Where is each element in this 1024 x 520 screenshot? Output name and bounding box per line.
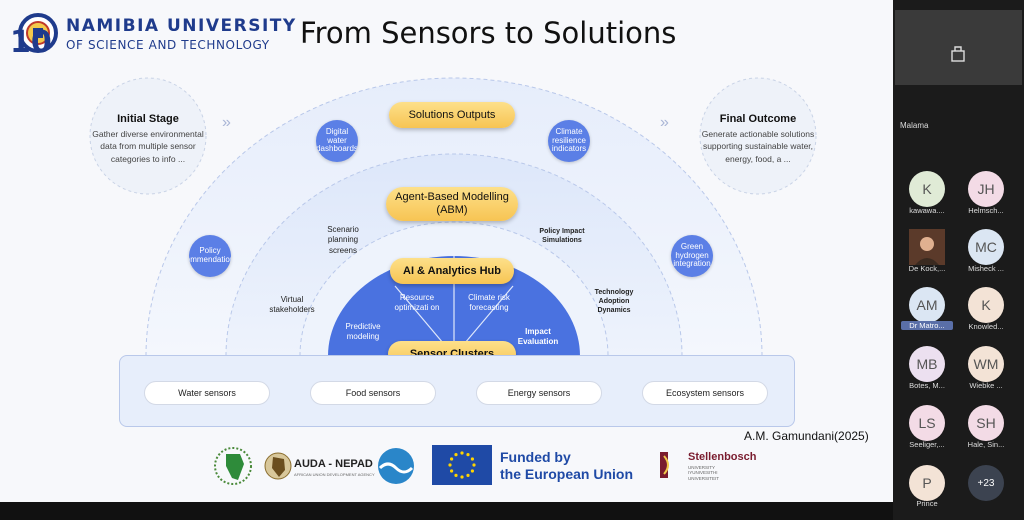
participant-name-active: Dr Matro... xyxy=(901,321,953,330)
final-outcome: Final Outcome Generate actionable soluti… xyxy=(694,113,822,165)
initial-stage-circle xyxy=(89,77,207,195)
predictive-modeling-segment: Predictive modeling xyxy=(345,322,381,341)
resource-optimization-segment: Resource optimizati on xyxy=(394,293,440,312)
stellenbosch-sub-3: UNIVERSITEIT xyxy=(688,475,720,481)
avatar[interactable]: MC xyxy=(968,229,1004,265)
shared-slide: 10 NAMIBIA UNIVERSITY OF SCIENCE AND TEC… xyxy=(0,0,893,502)
water-sensors-pill: Water sensors xyxy=(144,381,270,405)
final-outcome-text: Generate actionable solutions supporting… xyxy=(701,129,815,164)
screen-share-icon xyxy=(951,46,965,62)
avatar[interactable]: JH xyxy=(968,171,1004,207)
eu-line-1: Funded by xyxy=(500,449,571,465)
partner-logos xyxy=(214,447,669,485)
stellenbosch-text: Stellenbosch xyxy=(688,451,757,463)
auda-subtitle: AFRICAN UNION DEVELOPMENT AGENCY xyxy=(294,472,375,477)
speaker-video-tile[interactable] xyxy=(895,10,1022,85)
arc-diagram xyxy=(89,77,817,357)
impact-evaluation-segment: Impact Evaluation xyxy=(517,327,559,346)
university-logo-icon: 10 xyxy=(10,13,58,60)
avatar[interactable]: LS xyxy=(909,405,945,441)
university-name: NAMIBIA UNIVERSITY xyxy=(66,16,297,36)
initial-stage-heading: Initial Stage xyxy=(117,113,179,125)
virtual-stakeholders-label: Virtual stakeholders xyxy=(269,295,315,315)
participant-name: Botes, M... xyxy=(909,381,945,390)
solutions-outputs-pill: Solutions Outputs xyxy=(389,102,515,128)
green-hydrogen-bubble: Green hydrogen integration xyxy=(671,235,713,277)
ecosystem-sensors-pill: Ecosystem sensors xyxy=(642,381,768,405)
scenario-planning-label: Scenario planning screens xyxy=(327,225,359,255)
energy-sensors-pill: Energy sensors xyxy=(476,381,602,405)
final-outcome-heading: Final Outcome xyxy=(719,113,797,125)
stellenbosch-sub-1: UNIVERSITY xyxy=(688,465,716,470)
university-subname: OF SCIENCE AND TECHNOLOGY xyxy=(66,38,270,52)
chevron-right-icon: » xyxy=(660,114,669,131)
auda-logo-icon xyxy=(264,452,292,480)
eu-flag-icon xyxy=(432,445,492,485)
initial-stage-text: Gather diverse environmental data from m… xyxy=(92,129,204,164)
technology-adoption-label: Technology Adoption Dynamics xyxy=(594,289,634,315)
abm-pill: Agent-Based Modelling (ABM) xyxy=(386,187,518,221)
climate-risk-segment: Climate risk forecasting xyxy=(468,293,510,312)
avatar[interactable]: K xyxy=(909,171,945,207)
ai-hub-pill: AI & Analytics Hub xyxy=(390,258,514,284)
policy-recommendations-bubble: Policy commendations xyxy=(189,235,231,277)
avatar[interactable] xyxy=(909,229,945,265)
initial-stage: Initial Stage Gather diverse environment… xyxy=(84,113,212,165)
bottom-bar xyxy=(0,502,893,520)
stellenbosch-sub-2: IYUNIVESITHI xyxy=(688,470,718,476)
chevron-right-icon: » xyxy=(222,114,231,131)
participant-name: Knowled... xyxy=(968,322,1004,331)
avatar[interactable]: K xyxy=(968,287,1004,323)
digital-water-bubble: Digital water dashboards xyxy=(316,120,358,162)
food-sensors-pill: Food sensors xyxy=(310,381,436,405)
participant-name: Wiebke ... xyxy=(969,381,1003,390)
speaker-name: Malama xyxy=(900,121,929,130)
avatar[interactable]: MB xyxy=(909,346,945,382)
participant-name: Hale, Sin... xyxy=(967,440,1005,449)
slide-title: From Sensors to Solutions xyxy=(300,16,677,50)
avatar[interactable]: AM xyxy=(909,287,945,323)
auda-nepad-text: AUDA - NEPAD xyxy=(294,458,373,470)
avatar[interactable]: SH xyxy=(968,405,1004,441)
avatar[interactable]: WM xyxy=(968,346,1004,382)
eu-line-2: the European Union xyxy=(500,465,633,482)
slide-credit: A.M. Gamundani(2025) xyxy=(744,429,869,443)
participant-name: Helmsch... xyxy=(968,206,1004,215)
eu-funding-text: Funded by the European Union xyxy=(500,449,633,483)
user-photo-icon xyxy=(909,229,945,265)
policy-impact-label: Policy Impact Simulations xyxy=(539,228,585,245)
final-outcome-circle xyxy=(699,77,817,195)
participant-name: Seeliger,... xyxy=(909,440,945,449)
participant-name: Prince xyxy=(916,499,938,508)
stellenbosch-logo-icon xyxy=(660,452,669,478)
more-participants-button[interactable]: +23 xyxy=(968,465,1004,501)
climate-resilience-bubble: Climate resilience indicators xyxy=(548,120,590,162)
participant-name: De Kock,... xyxy=(908,264,946,273)
participant-name: Misheck ... xyxy=(968,264,1004,273)
wave-logo-icon xyxy=(378,448,414,484)
stellenbosch-subtitle: UNIVERSITY IYUNIVESITHI UNIVERSITEIT xyxy=(688,465,719,481)
participant-name: kawawa.... xyxy=(909,206,945,215)
logo-number: 10 xyxy=(10,25,52,60)
africa-logo-icon xyxy=(214,447,252,485)
avatar[interactable]: P xyxy=(909,465,945,501)
